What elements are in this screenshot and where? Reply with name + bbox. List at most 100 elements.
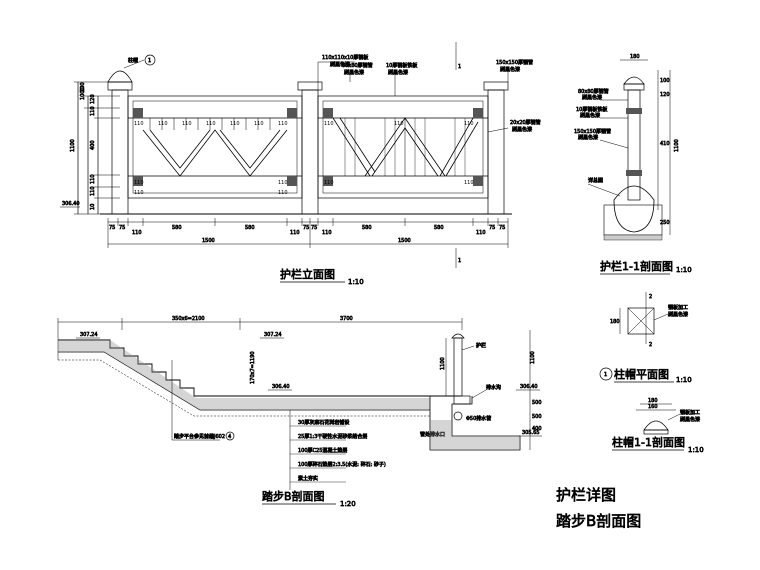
post-middle xyxy=(297,81,323,215)
stair-level-4: 306.40 xyxy=(520,384,538,390)
stair-dim-1: 350x6=2100 xyxy=(172,316,205,322)
frame-left xyxy=(127,95,303,199)
stair-layer-3: 100厚C25混凝土垫层 xyxy=(298,447,347,454)
cap-plan-note-1: 钢板加工 xyxy=(668,304,688,311)
cap-plan-note-2: 刷黑色漆 xyxy=(668,311,688,318)
cap-plan-mark-top: 2 xyxy=(649,294,652,300)
bay-dim-11: 110 xyxy=(464,180,474,186)
dim-b-3: 110 xyxy=(132,230,142,236)
stair-layer-2: 25厚1:3干硬性水泥砂浆结合层 xyxy=(298,433,367,440)
sec-note-7: 详总图 xyxy=(588,177,603,184)
elev-note-10: 刷黑色漆 xyxy=(512,126,532,133)
cap-sec-note-2: 刷黑色漆 xyxy=(680,416,700,423)
elevation-title: 护栏立面图 xyxy=(280,267,335,281)
stair-dim-2: 3700 xyxy=(340,316,353,322)
bay-dim-6: 110 xyxy=(254,121,264,127)
section11-scale: 1:10 xyxy=(676,266,692,274)
cap-sec-dim-2: 160 xyxy=(648,404,658,410)
dim-b-6: 110 xyxy=(290,230,300,236)
dim-total-2: 1500 xyxy=(398,238,411,244)
stair-drain: 排水沟 xyxy=(486,384,501,391)
stair-note-num: 4 xyxy=(228,434,231,440)
post-left xyxy=(107,70,133,215)
bay-dim-12: 110 xyxy=(324,121,334,127)
dim-b-7: 75 xyxy=(303,225,309,231)
dim-left-5: 400 xyxy=(90,140,96,150)
callout-number: 1 xyxy=(148,58,151,64)
sec-dim-top: 180 xyxy=(630,54,640,60)
bay-dim-10: 110 xyxy=(324,180,334,186)
elev-note-6: 刷黑色漆 xyxy=(388,69,408,76)
post-right xyxy=(483,81,509,215)
elev-note-3: 80x80厚钢管 xyxy=(342,62,373,69)
sec-dim-r2: 120 xyxy=(660,92,670,98)
sec-dim-r3: 410 xyxy=(660,141,670,147)
dim-b-14: 75 xyxy=(499,225,505,231)
dim-b-11: 580 xyxy=(434,225,444,231)
stair-steps xyxy=(58,339,460,397)
stair-scale: 1:20 xyxy=(340,500,356,508)
stair-level-2: 307.24 xyxy=(264,332,282,338)
bay-dim-16: 110 xyxy=(278,190,288,196)
stair-note: 踏步平台参见前编J602 xyxy=(174,433,225,440)
cap-plan-dim: 180 xyxy=(610,319,620,325)
cap-section: 180 160 钢板加工 刷黑色漆 柱帽1-1剖面图 1:10 xyxy=(612,398,704,455)
dim-b-2: 75 xyxy=(119,225,125,231)
bay-dim-8: 110 xyxy=(134,180,144,186)
cap-sec-note-1: 钢板加工 xyxy=(680,409,700,416)
cap-plan-mark-bottom: 2 xyxy=(649,342,652,348)
dim-total-1: 1500 xyxy=(202,238,215,244)
dim-left-4: 1100 xyxy=(70,139,76,152)
railing-section-1-1: 180 100 120 410 1100 250 80x80厚钢管 刷黑色漆 1… xyxy=(574,54,692,275)
bay-dim-15: 110 xyxy=(134,190,144,196)
dim-b-8: 75 xyxy=(311,225,317,231)
bay-dim-7: 110 xyxy=(278,121,288,127)
bay-dim-1: 110 xyxy=(134,121,144,127)
elev-note-9: 20x20厚钢管 xyxy=(510,119,541,126)
cap-plan-title: 柱帽平面图 xyxy=(614,367,669,381)
stair-level-3: 306.40 xyxy=(272,384,290,390)
dim-left-2: 120 xyxy=(90,94,96,104)
cap-section-scale: 1:10 xyxy=(688,446,704,454)
bay-dim-2: 110 xyxy=(158,121,168,127)
callout-label: 柱帽 xyxy=(128,57,138,64)
bay-dim-5: 110 xyxy=(230,121,240,127)
cap-plan-scale: 1:10 xyxy=(676,376,692,384)
stair-rail-h: 1100 xyxy=(440,357,446,370)
brace-left xyxy=(142,129,288,177)
bay-dim-14: 110 xyxy=(394,121,404,127)
section11-title: 护栏1-1剖面图 xyxy=(600,259,673,273)
stair-title: 踏步B剖面图 xyxy=(262,489,325,503)
sec-dim-r4: 1100 xyxy=(674,139,680,152)
dim-left-7: 110 xyxy=(90,186,96,196)
dim-b-13: 75 xyxy=(489,225,495,231)
cap-plan: 2 2 180 钢板加工 刷黑色漆 1 柱帽平面图 1:10 xyxy=(599,292,692,384)
bay-dim-3: 110 xyxy=(182,121,192,127)
stair-pipe: Φ50排水管 xyxy=(466,415,491,422)
frame-right xyxy=(317,95,489,199)
elev-note-2: 刷黑色漆 xyxy=(330,61,350,68)
stair-outfall: 管处排水口 xyxy=(420,431,445,438)
sec-note-2: 刷黑色漆 xyxy=(582,94,602,101)
bay-dim-13: 110 xyxy=(464,121,474,127)
railing-elevation: 100 120 110 1100 400 110 110 10 1000 306… xyxy=(60,42,541,286)
sec-dim-r1: 100 xyxy=(660,78,670,84)
sec-note-3: 10厚钢板铁板 xyxy=(576,106,607,113)
stair-level-1: 307.24 xyxy=(80,332,98,338)
stair-layer-1: 30厚灰麻石花岗岩铺设 xyxy=(298,419,349,426)
stair-section-b: 350x6=2100 3700 307.24 307.24 306.40 306… xyxy=(57,316,542,508)
dim-b-10: 580 xyxy=(362,225,372,231)
stair-layer-5: 素土夯实 xyxy=(298,475,318,482)
stair-dim-r2: 500 xyxy=(532,400,542,406)
dim-b-1: 75 xyxy=(109,225,115,231)
sec-note-1: 80x80厚钢管 xyxy=(578,88,609,95)
section-mark-top: 1 xyxy=(458,64,461,70)
stair-rail-label: 护栏 xyxy=(476,342,486,349)
dim-left-6: 110 xyxy=(90,174,96,184)
bay-dim-4: 110 xyxy=(206,121,216,127)
sec-note-6: 刷黑色漆 xyxy=(578,134,598,141)
stair-dim-r1: 1100 xyxy=(530,351,536,364)
dim-left-1: 100 xyxy=(80,82,86,92)
sheet-title-2: 踏步B剖面图 xyxy=(556,512,641,530)
